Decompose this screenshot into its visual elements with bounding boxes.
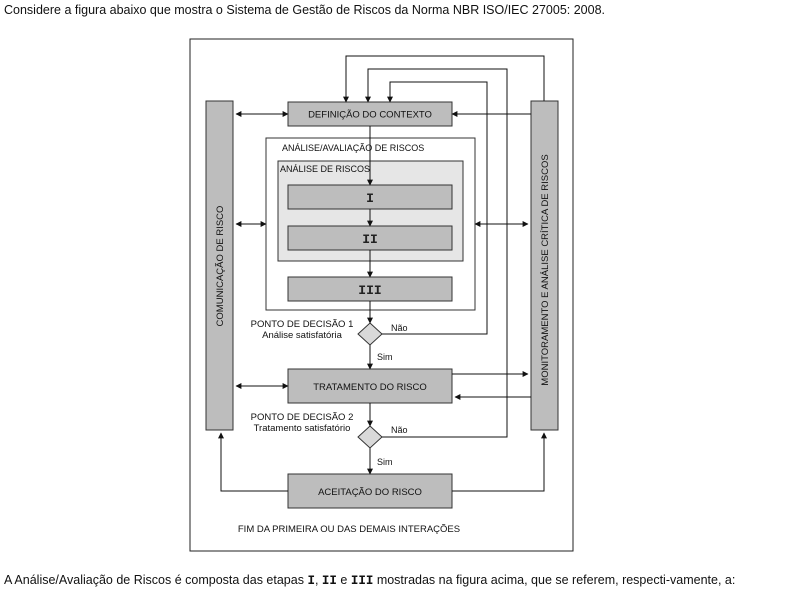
answer-step-2: II bbox=[321, 574, 337, 588]
decision-2-subtitle: Tratamento satisfatório bbox=[254, 423, 351, 434]
decision-2-yes-label: Sim bbox=[377, 457, 393, 467]
question-text: Considere a figura abaixo que mostra o S… bbox=[4, 3, 606, 17]
step-1-box bbox=[287, 184, 453, 210]
step-2-label: II bbox=[362, 232, 378, 247]
step-3-label: III bbox=[358, 283, 381, 298]
footer-label: FIM DA PRIMEIRA OU DAS DEMAIS INTERAÇÕES bbox=[238, 524, 460, 535]
step-2-box bbox=[287, 225, 453, 251]
risk-communication-bar bbox=[205, 100, 234, 431]
answer-comma: , bbox=[314, 573, 322, 587]
acceptance-box bbox=[287, 473, 453, 509]
decision-1-subtitle: Análise satisfatória bbox=[262, 330, 342, 341]
step-3-box bbox=[287, 276, 453, 302]
answer-and: e bbox=[336, 573, 351, 587]
answer-step-3: III bbox=[350, 574, 374, 588]
risk-monitoring-bar bbox=[530, 100, 559, 431]
treatment-label: TRATAMENTO DO RISCO bbox=[313, 382, 426, 393]
answer-step-1: I bbox=[307, 574, 315, 588]
decision-1-title: PONTO DE DECISÃO 1 bbox=[251, 319, 354, 330]
decision-1-no-label: Não bbox=[391, 323, 408, 333]
assessment-label: ANÁLISE/AVALIAÇÃO DE RISCOS bbox=[282, 143, 424, 153]
answer-text: A Análise/Avaliação de Riscos é composta… bbox=[4, 572, 794, 589]
analysis-label: ANÁLISE DE RISCOS bbox=[280, 164, 370, 174]
decision-2-no-label: Não bbox=[391, 425, 408, 435]
decision-1-yes-label: Sim bbox=[377, 352, 393, 362]
context-label: DEFINIÇÃO DO CONTEXTO bbox=[308, 110, 432, 121]
answer-suffix: mostradas na figura acima, que se refere… bbox=[373, 573, 736, 587]
step-1-label: I bbox=[366, 191, 374, 206]
answer-prefix: A Análise/Avaliação de Riscos é composta… bbox=[4, 573, 308, 587]
decision-2-title: PONTO DE DECISÃO 2 bbox=[251, 412, 354, 423]
risk-communication-label: COMUNICAÇÃO DE RISCO bbox=[215, 206, 226, 327]
risk-monitoring-label: MONITORAMENTO E ANÁLISE CRÍTICA DE RISCO… bbox=[540, 154, 551, 385]
flow-arrows bbox=[218, 55, 547, 492]
acceptance-label: ACEITAÇÃO DO RISCO bbox=[318, 487, 422, 498]
